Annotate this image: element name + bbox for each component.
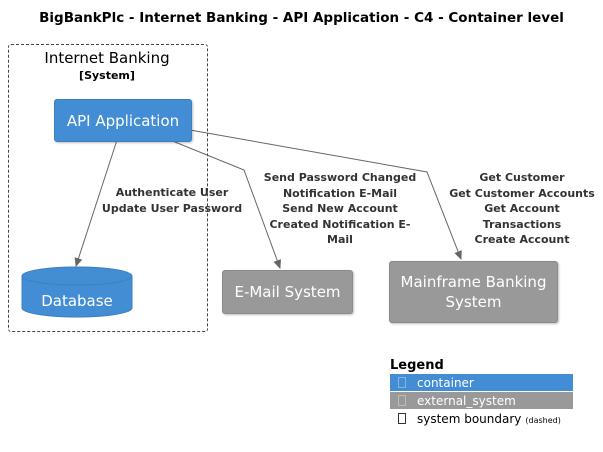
legend-container-label: container — [417, 375, 474, 390]
legend-boundary-label: system boundary — [417, 411, 522, 426]
edge-label-database: Authenticate User Update User Password — [101, 186, 243, 215]
legend-external-label: external_system — [417, 393, 516, 408]
mainframe-label: Mainframe Banking System — [400, 273, 547, 311]
database-node-label: Database — [41, 292, 113, 310]
edge-label-mainframe: Get Customer Get Customer Accounts Get A… — [449, 171, 595, 246]
legend-title: Legend — [390, 358, 444, 373]
system-boundary — [8, 44, 208, 332]
legend-external-system: external_system — [390, 392, 573, 409]
legend-container: container — [390, 374, 573, 391]
legend-external-swatch — [398, 395, 406, 406]
email-system-node: E-Mail System — [222, 270, 353, 314]
legend-container-swatch — [398, 377, 406, 388]
edge-api-email — [169, 139, 281, 269]
api-application-node: API Application — [54, 99, 192, 142]
boundary-name: Internet Banking — [44, 49, 170, 67]
legend-boundary-swatch — [398, 413, 406, 424]
database-cylinder — [21, 266, 133, 318]
edge-api-database — [74, 139, 118, 267]
boundary-type: [System] — [79, 69, 135, 82]
legend-boundary-note: (dashed) — [525, 415, 561, 425]
edge-api-mainframe — [189, 129, 462, 260]
mainframe-banking-system-node: Mainframe Banking System — [389, 261, 558, 323]
edge-label-email: Send Password Changed Notification E-Mai… — [263, 171, 417, 246]
diagram-title: BigBankPlc - Internet Banking - API Appl… — [39, 10, 564, 26]
legend-system-boundary: system boundary (dashed) — [390, 410, 573, 427]
